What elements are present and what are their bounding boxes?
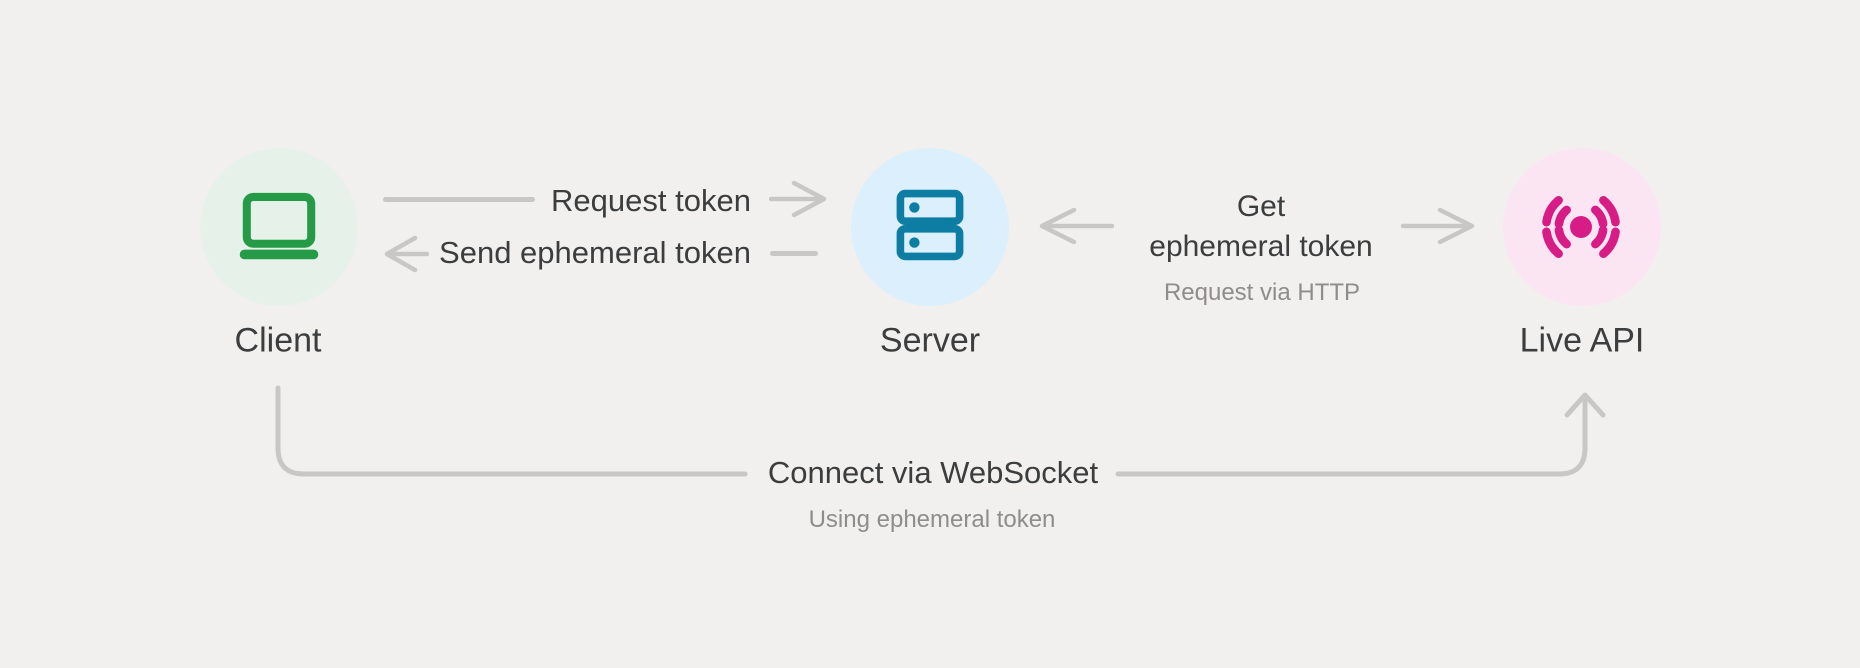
arrow-right-icon xyxy=(769,180,827,218)
connect-via-websocket-label: Connect via WebSocket xyxy=(761,455,1105,491)
get-ephemeral-token-label-line1: Get xyxy=(1236,190,1286,223)
request-token-label: Request token xyxy=(551,183,751,218)
client-circle xyxy=(200,148,358,306)
arrow-left-icon xyxy=(1039,207,1114,245)
send-ephemeral-token-line xyxy=(770,251,818,256)
request-token-line xyxy=(383,197,535,202)
send-ephemeral-token-label: Send ephemeral token xyxy=(439,235,751,270)
arrow-right-icon xyxy=(1400,207,1475,245)
server-icon xyxy=(896,189,964,261)
live-api-node-label: Live API xyxy=(1519,321,1645,360)
request-via-http-sublabel: Request via HTTP xyxy=(1163,279,1361,306)
arrow-left-icon xyxy=(384,235,429,273)
client-node-label: Client xyxy=(234,321,322,360)
get-ephemeral-token-label: Get ephemeral token xyxy=(1149,187,1372,267)
laptop-icon xyxy=(239,192,319,260)
get-ephemeral-token-label-line2: ephemeral token xyxy=(1149,230,1373,263)
server-node-label: Server xyxy=(879,321,981,360)
broadcast-icon xyxy=(1542,195,1620,259)
using-ephemeral-token-sublabel: Using ephemeral token xyxy=(808,506,1056,533)
arrow-up-icon xyxy=(1564,392,1606,418)
